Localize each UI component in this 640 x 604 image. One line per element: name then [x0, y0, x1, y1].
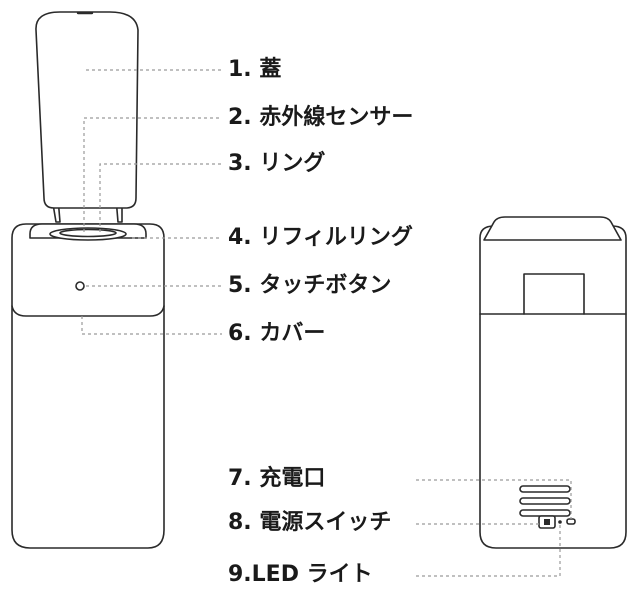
label-lid: 1. 蓋: [228, 57, 282, 82]
label-touch-button: 5. タッチボタン: [228, 273, 392, 298]
label-ring: 3. リング: [228, 151, 326, 176]
leader-led-light: [416, 524, 561, 577]
vent-slot: [519, 497, 571, 505]
back-body: [479, 225, 627, 549]
label-cover: 6. カバー: [228, 321, 326, 346]
leader-cover: [81, 316, 222, 335]
back-bin: [479, 216, 627, 549]
back-lid: [483, 216, 622, 241]
charging-port-shape: [566, 518, 576, 525]
leader-ring: [99, 163, 222, 232]
lid-shape: [35, 11, 139, 209]
led-light-shape: [558, 520, 562, 524]
leader-lines: [81, 69, 572, 577]
vent-slot: [519, 509, 571, 517]
back-panel: [523, 273, 585, 315]
label-power-switch: 8. 電源スイッチ: [228, 510, 392, 535]
front-bin: [11, 11, 165, 549]
label-led-light: 9.LED ライト: [228, 562, 373, 587]
bin-body: [11, 223, 165, 549]
vent-slot: [519, 485, 571, 493]
label-infrared-sensor: 2. 赤外線センサー: [228, 105, 414, 130]
touch-button-shape: [75, 281, 85, 291]
label-refill-ring: 4. リフィルリング: [228, 225, 413, 250]
leader-infrared-sensor: [83, 117, 222, 232]
cover-seam: [11, 305, 165, 317]
inner-ring-shape: [59, 228, 117, 238]
label-charging-port: 7. 充電口: [228, 466, 326, 491]
leader-charging-port: [416, 479, 572, 519]
